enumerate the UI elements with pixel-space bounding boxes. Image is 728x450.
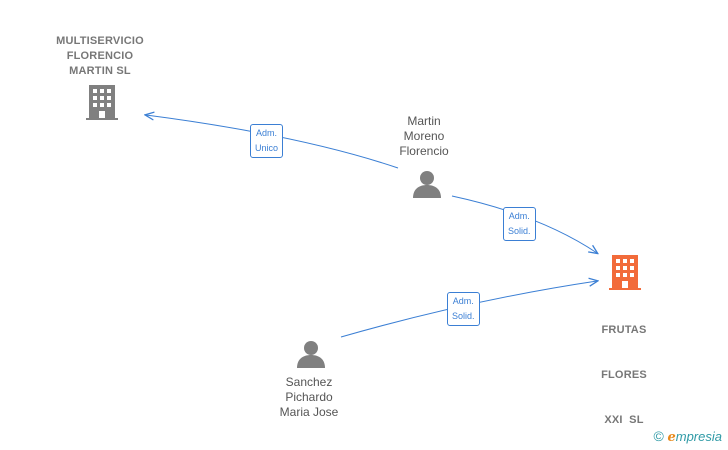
person-icon[interactable] (296, 340, 326, 373)
copyright-symbol: © (653, 428, 664, 444)
edge-label-adm-solid[interactable]: Adm. Solid. (503, 207, 536, 241)
building-icon[interactable] (86, 84, 118, 125)
company-name-line: XXI SL (604, 414, 644, 426)
person-name-line: Florencio (399, 144, 449, 158)
edge-label-adm-unico[interactable]: Adm. Unico (250, 124, 284, 158)
company-name-line: FRUTAS (601, 324, 647, 336)
person-name-line: Sanchez (285, 375, 333, 389)
edge-label-line: Unico (255, 143, 279, 153)
company-name-line: FLORES (601, 369, 647, 381)
edge-label-adm-solid[interactable]: Adm. Solid. (447, 292, 480, 326)
edge-label-line: Adm. (452, 296, 474, 306)
brand-name: mpresia (675, 429, 722, 444)
edge-label-line: Adm. (508, 211, 530, 221)
company-multiservicio-label[interactable]: MULTISERVICIO FLORENCIO MARTIN SL (40, 34, 160, 79)
person-name-line: Pichardo (285, 390, 333, 404)
person-icon[interactable] (412, 170, 442, 203)
brand-logo: © empresia (654, 428, 722, 445)
edge-label-line: Solid. (508, 226, 531, 236)
edge-label-line: Adm. (256, 128, 278, 138)
person-name-line: Moreno (403, 129, 445, 143)
person-martin-label[interactable]: Martin Moreno Florencio (384, 114, 464, 159)
company-name-line: MULTISERVICIO (56, 35, 144, 47)
company-name-line: MARTIN SL (69, 65, 131, 77)
person-sanchez-label[interactable]: Sanchez Pichardo Maria Jose (264, 375, 354, 420)
person-name-line: Maria Jose (279, 405, 339, 419)
person-name-line: Martin (407, 114, 441, 128)
company-frutas-label[interactable]: FRUTAS FLORES XXI SL (584, 293, 664, 450)
edge-label-line: Solid. (452, 311, 475, 321)
company-name-line: FLORENCIO (66, 50, 134, 62)
brand-initial: e (667, 430, 676, 445)
building-icon[interactable] (609, 254, 641, 295)
edge-martin-to-multiservicio (146, 115, 399, 169)
